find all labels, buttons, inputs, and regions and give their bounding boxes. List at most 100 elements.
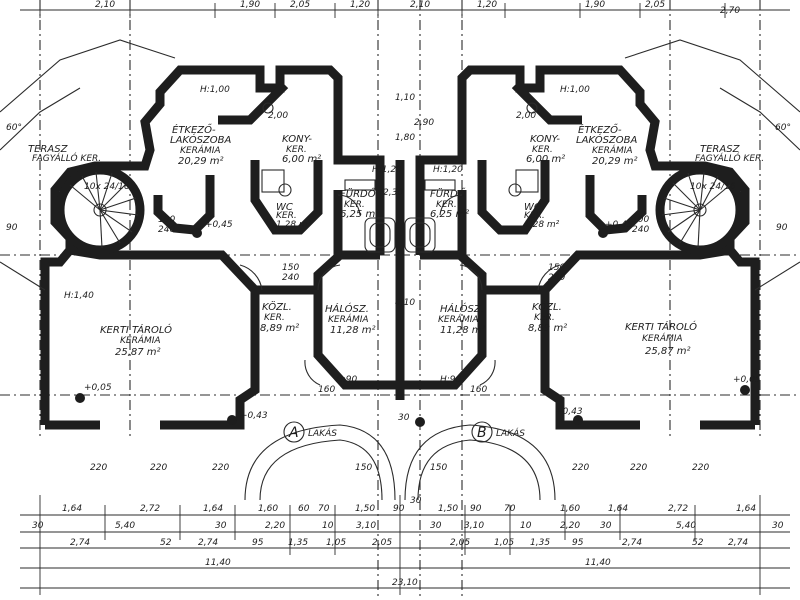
- dim-b1-2: 1,64: [203, 504, 223, 514]
- dim-b1-7: 90: [393, 504, 405, 514]
- dim-b2-5: 3,10: [356, 521, 376, 531]
- room-haloszoba-left-name: HÁLÓSZ.: [325, 302, 369, 315]
- entrance-bays: [244, 424, 556, 501]
- room-kozl-left-material: KER.: [264, 313, 285, 323]
- dim-h90-left: H:90: [336, 375, 358, 385]
- room-etkezo-right-name: ÉTKEZŐ-: [578, 122, 622, 136]
- dim-b1-4: 60: [298, 504, 310, 514]
- dim-110-center: 1,10: [395, 93, 415, 103]
- room-tarolo-right-material: KERÁMIA: [642, 332, 683, 344]
- dim-240-right-2: 240: [548, 273, 565, 283]
- interior-dimensions: 100 240 100 240 H:1,40 H:90 H:90 H:1,20 …: [6, 85, 791, 473]
- dim-top-8: 2,05: [645, 0, 665, 10]
- dim-b1-1: 2,72: [140, 504, 160, 514]
- room-konyha-left-area: 6,00 m²: [282, 154, 321, 165]
- unit-b-letter: B: [477, 425, 487, 441]
- unit-a-letter: A: [288, 425, 299, 441]
- dim-150-right: 150: [548, 263, 565, 273]
- dim-b1-9: 1,50: [438, 504, 458, 514]
- stair-note-right: 10x 24/16: [690, 182, 736, 192]
- dim-top-1: 2,10: [95, 0, 115, 10]
- dim-150-bay-right: 150: [430, 463, 447, 473]
- dim-b2-9: 2,20: [560, 521, 580, 531]
- dim-180-center: 1,80: [395, 133, 415, 143]
- room-wc-right-material: KER.: [524, 211, 545, 221]
- level-right-045: +0,45: [605, 220, 633, 230]
- room-kozl-left-name: KÖZL.: [262, 300, 292, 313]
- room-konyha-left-material: KER.: [286, 145, 307, 155]
- room-haloszoba-left-material: KERÁMIA: [328, 313, 369, 325]
- room-furdo-right-name: FÜRDŐ: [430, 186, 466, 200]
- dim-b2-1: 5,40: [115, 521, 135, 531]
- room-haloszoba-right-area: 11,28 m²: [440, 325, 486, 336]
- room-labels: TERASZ FAGYÁLLÓ KER. ÉTKEZŐ- LAKÓSZOBA K…: [28, 122, 764, 358]
- dim-b3-1: 52: [160, 538, 172, 548]
- room-konyha-right-name: KONY-: [530, 134, 560, 145]
- dim-b2-0: 30: [32, 521, 44, 531]
- dim-b3-6: 2,05: [372, 538, 392, 548]
- room-furdo-left-name: FÜRDŐ: [340, 186, 376, 200]
- dim-total-half-right: 11,40: [585, 558, 611, 568]
- room-etkezo-right-material: KERÁMIA: [592, 144, 633, 156]
- room-wc-right-name: WC: [524, 202, 541, 213]
- level-right-005: +0,05: [733, 375, 761, 385]
- dim-200-right: 2,00: [516, 111, 536, 121]
- terrace-outlines: [0, 39, 800, 291]
- dim-h120-right: H:1,20: [433, 165, 463, 175]
- room-etkezo-left-name: ÉTKEZŐ-: [172, 122, 216, 136]
- room-terasz-left-name: TERASZ: [28, 144, 69, 155]
- room-furdo-right-material: KER.: [436, 200, 457, 210]
- dim-220-5: 220: [630, 463, 647, 473]
- dim-220-6: 220: [692, 463, 709, 473]
- dim-100-left: 100: [158, 215, 175, 225]
- room-konyha-right-material: KER.: [532, 145, 553, 155]
- room-wc-left-area: 1,28 m²: [276, 220, 312, 230]
- dim-200-left: 2,00: [268, 111, 288, 121]
- room-kozl-left-area: 8,89 m²: [260, 323, 299, 334]
- room-konyha-left-name: KONY-: [282, 134, 312, 145]
- dim-240-right: 240: [632, 225, 649, 235]
- dim-h90-right: H:90: [440, 375, 462, 385]
- room-terasz-right-material: FAGYÁLLÓ KER.: [695, 152, 764, 164]
- dim-220-1: 220: [90, 463, 107, 473]
- dim-top-2: 1,90: [240, 0, 260, 10]
- dim-240-left: 240: [158, 225, 175, 235]
- dim-b3-7: 2,05: [450, 538, 470, 548]
- room-haloszoba-left-area: 11,28 m²: [330, 325, 376, 336]
- dim-b3-10: 95: [572, 538, 584, 548]
- dim-top-4: 1,20: [350, 0, 370, 10]
- dim-160-right: 160: [470, 385, 487, 395]
- level-right-043: +0,43: [555, 407, 583, 417]
- dim-290-center: 2,90: [414, 118, 434, 128]
- room-etkezo-left-name2: LAKÓSZOBA: [170, 133, 232, 146]
- door-swings: [239, 194, 561, 386]
- dim-angle-right: 60°: [775, 123, 791, 133]
- room-tarolo-left-material: KERÁMIA: [120, 334, 161, 346]
- dim-30-center: 30: [398, 413, 410, 423]
- dim-b2-10: 30: [600, 521, 612, 531]
- dim-220-2: 220: [150, 463, 167, 473]
- dim-b2-3: 2,20: [265, 521, 285, 531]
- dim-90-left-side: 90: [6, 223, 18, 233]
- top-dimension-chain: 2,10 1,90 2,05 1,20 2,10 1,20 1,90 2,05 …: [20, 0, 790, 18]
- dim-160-left: 160: [318, 385, 335, 395]
- room-terasz-right-name: TERASZ: [700, 144, 741, 155]
- dim-b1-5: 70: [318, 504, 330, 514]
- dim-150-left: 150: [282, 263, 299, 273]
- dim-h120-left: H:1,20: [372, 165, 402, 175]
- dim-angle-left: 60°: [6, 123, 22, 133]
- dim-90-right-side: 90: [776, 223, 788, 233]
- dim-b1-8: 30: [410, 496, 422, 506]
- room-furdo-left-area: 6,25 m²: [340, 209, 379, 220]
- room-furdo-left-material: KER.: [344, 200, 365, 210]
- dim-220-3: 220: [212, 463, 229, 473]
- room-tarolo-left-area: 25,87 m²: [115, 347, 161, 358]
- level-left-005: +0,05: [84, 383, 112, 393]
- dim-total: 23,10: [392, 578, 418, 588]
- bottom-dimension-chains: 1,64 2,72 1,64 1,60 60 70 1,50 90 30 1,5…: [20, 495, 790, 595]
- dim-220-4: 220: [572, 463, 589, 473]
- dim-b1-14: 2,72: [668, 504, 688, 514]
- dim-b1-15: 1,64: [736, 504, 756, 514]
- dim-top-9: 2,70: [720, 6, 740, 16]
- dim-b1-3: 1,60: [258, 504, 278, 514]
